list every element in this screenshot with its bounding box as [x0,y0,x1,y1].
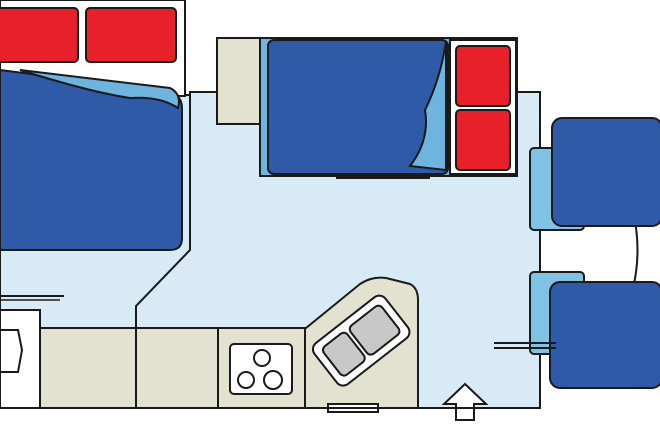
kitchen-counter [39,276,419,409]
rear-bed-sheet-fold [19,69,180,110]
rear-bed-pillow-left [0,7,79,63]
bunk-bed [267,39,449,175]
bunk-sheet-fold [408,41,447,172]
bedroom-partition [135,92,191,330]
dinette-seat-lower [549,281,660,389]
dinette-seat-upper [551,117,660,227]
stove-burner-3 [263,370,283,390]
rear-bed-pillow-right [85,7,177,63]
kitchen-sink [311,294,411,387]
entry-door-arrow [441,382,489,421]
wardrobe-cabinet [216,37,263,125]
toilet-icon [0,329,24,373]
stove-burner-2 [237,371,255,389]
stove-burner-1 [253,349,271,367]
bunk-pillow-bottom [455,109,511,171]
bunk-pillow-top [455,45,511,107]
